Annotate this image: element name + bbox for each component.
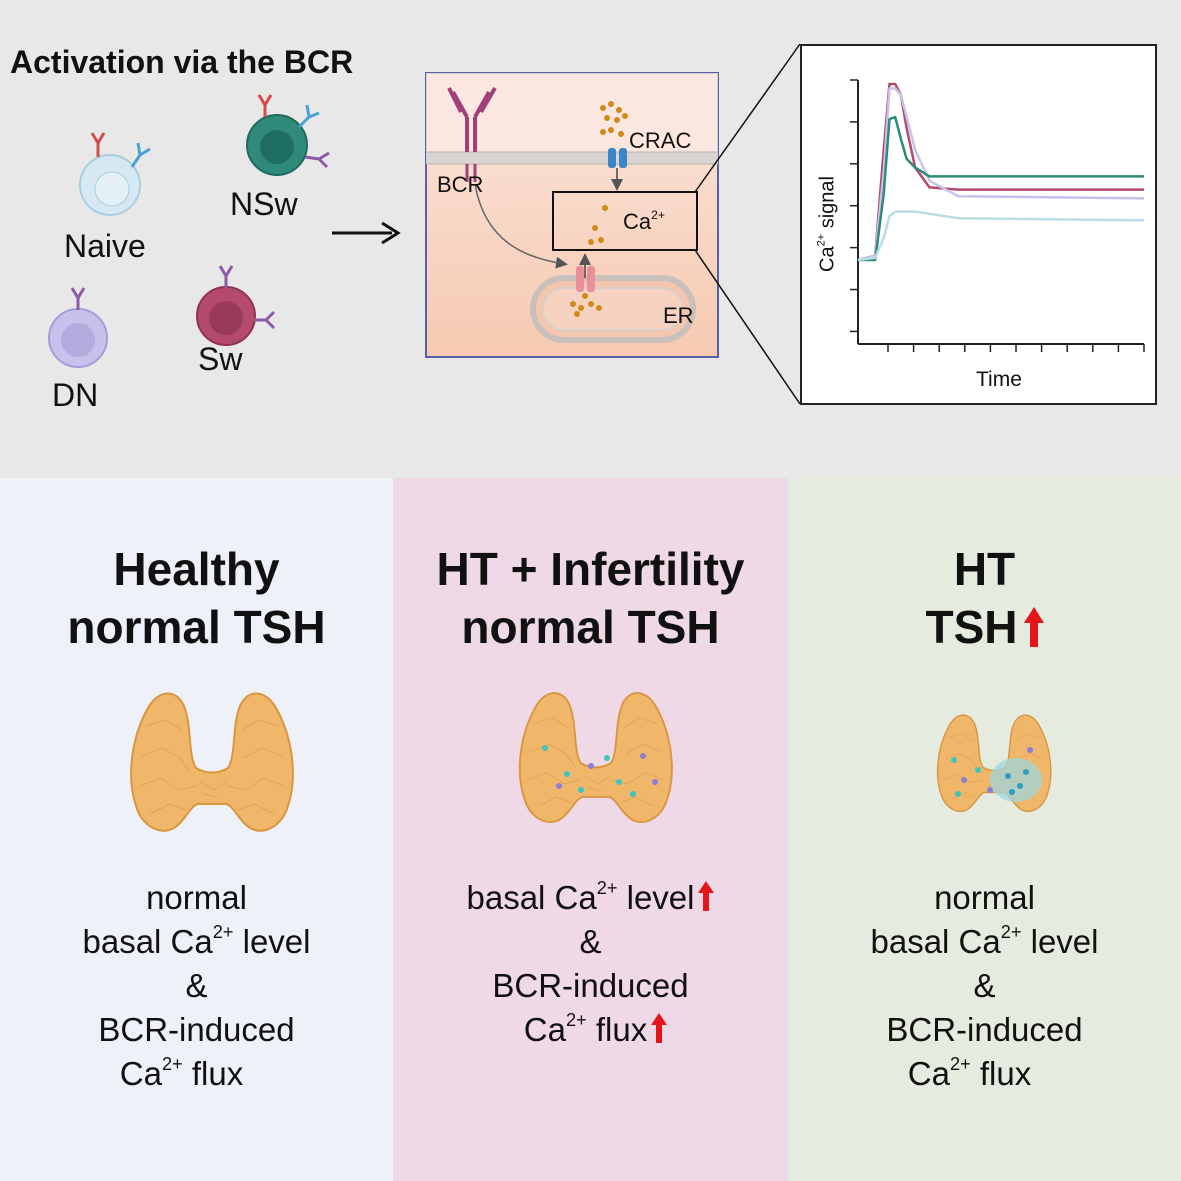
thyroid-infiltrated-icon bbox=[518, 692, 673, 824]
cell-label-naive: Naive bbox=[64, 228, 146, 264]
panel-ht-infertility: HT + Infertility normal TSH basal Ca2+ l… bbox=[393, 478, 788, 1181]
y-axis-label: Ca2+ signal bbox=[815, 176, 839, 272]
panel-findings: normal basal Ca2+ level & BCR-induced Ca… bbox=[0, 876, 393, 1096]
immune-cells bbox=[542, 745, 658, 797]
cell-label-sw: Sw bbox=[198, 341, 243, 377]
er-label: ER bbox=[663, 303, 694, 328]
x-axis-label: Time bbox=[976, 368, 1022, 391]
up-arrow-icon bbox=[1023, 607, 1044, 647]
panel-findings: normal basal Ca2+ level & BCR-induced Ca… bbox=[788, 876, 1181, 1096]
finding-line: & bbox=[579, 923, 602, 960]
panel-healthy: Healthy normal TSH normal basal Ca2+ lev… bbox=[0, 478, 393, 1181]
finding-line: Ca2+ flux bbox=[393, 1008, 788, 1052]
cell-label-dn: DN bbox=[52, 377, 99, 413]
finding-line: BCR-induced bbox=[886, 1011, 1083, 1048]
section-title: Activation via the BCR bbox=[10, 44, 354, 80]
finding-line: basal Ca2+ level bbox=[870, 922, 1099, 960]
thyroid-healthy-icon bbox=[130, 692, 294, 832]
bcr-signaling-schematic: BCR CRAC Ca2+ ER bbox=[425, 72, 719, 358]
bcr-label: BCR bbox=[437, 172, 484, 197]
crac-label: CRAC bbox=[629, 128, 692, 153]
series-line-0 bbox=[857, 82, 1144, 262]
finding-line: basal Ca2+ level bbox=[393, 876, 788, 920]
finding-line: & bbox=[185, 967, 208, 1004]
naive-cell-icon bbox=[79, 132, 151, 216]
panel-title: Healthy normal TSH bbox=[0, 540, 393, 656]
up-arrow-icon bbox=[698, 881, 715, 911]
panel-title-line: normal TSH bbox=[461, 601, 720, 653]
panel-findings: basal Ca2+ level & BCR-induced Ca2+ flux bbox=[393, 876, 788, 1052]
nsw-cell-icon bbox=[246, 94, 330, 176]
finding-line: BCR-induced bbox=[98, 1011, 295, 1048]
finding-line: BCR-induced bbox=[492, 967, 689, 1004]
panel-title-line: Healthy bbox=[113, 543, 280, 595]
finding-line: normal bbox=[934, 879, 1035, 916]
series-line-2 bbox=[858, 115, 1144, 262]
finding-line: basal Ca2+ level bbox=[82, 922, 311, 960]
zoom-connector-lines bbox=[694, 43, 801, 405]
calcium-label: Ca2+ bbox=[623, 207, 665, 234]
immune-cells bbox=[951, 747, 1033, 797]
chart-plot bbox=[850, 79, 1145, 352]
cell-label-nsw: NSw bbox=[230, 186, 298, 222]
panel-title-line: normal TSH bbox=[67, 601, 326, 653]
b-cell-subsets bbox=[48, 94, 330, 368]
finding-line: normal bbox=[146, 879, 247, 916]
finding-line: Ca2+ flux bbox=[119, 1054, 244, 1092]
thyroid-inflamed-icon bbox=[936, 714, 1052, 813]
panel-ht: HT TSH normal basal Ca2+ level & BCR-ind… bbox=[788, 478, 1181, 1181]
dn-cell-icon bbox=[48, 287, 108, 368]
calcium-signal-chart: Ca2+ signal Time bbox=[800, 44, 1157, 405]
panel-title-line: HT + Infertility bbox=[436, 543, 745, 595]
sw-cell-icon bbox=[196, 265, 276, 346]
panel-title: HT + Infertility normal TSH bbox=[393, 540, 788, 656]
series-line-1 bbox=[857, 87, 1145, 262]
finding-line: & bbox=[973, 967, 996, 1004]
finding-line: Ca2+ flux bbox=[907, 1054, 1032, 1092]
series-line-3 bbox=[857, 210, 1145, 262]
panel-title: HT TSH bbox=[788, 540, 1181, 656]
panel-title-line: HT bbox=[953, 543, 1016, 595]
panel-title-line: TSH bbox=[788, 598, 1181, 656]
right-arrow-icon bbox=[332, 221, 401, 245]
up-arrow-icon bbox=[651, 1013, 668, 1043]
